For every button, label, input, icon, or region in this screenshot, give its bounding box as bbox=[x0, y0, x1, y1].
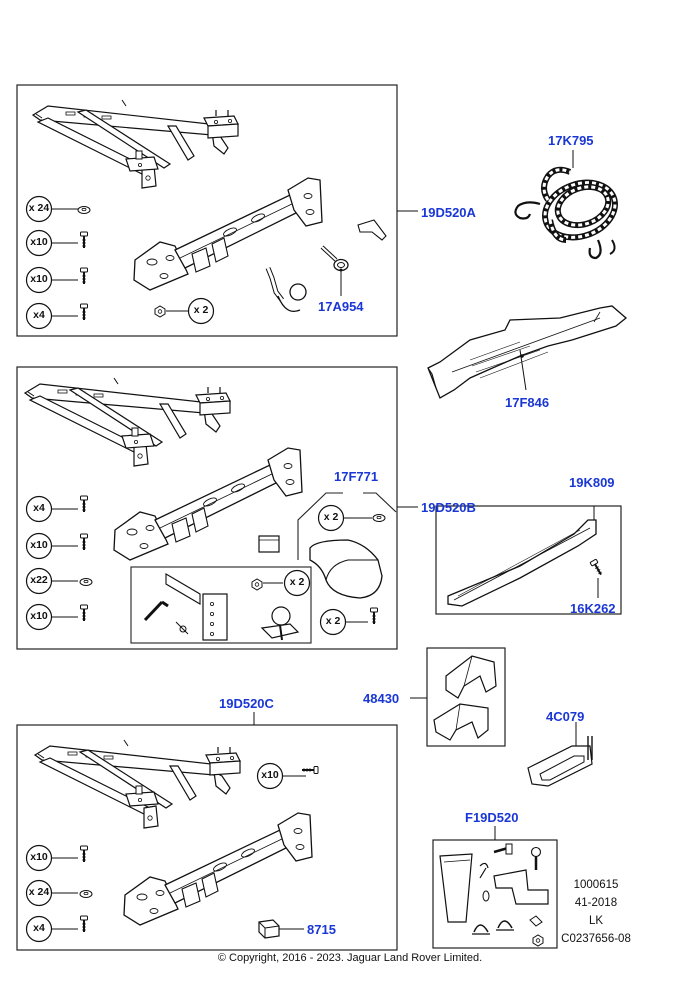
qty-badge: x 2 bbox=[289, 576, 305, 588]
qty-badge: x 24 bbox=[28, 202, 50, 214]
part-label-kit-f[interactable]: F19D520 bbox=[465, 810, 519, 825]
qty-badge: x10 bbox=[261, 769, 279, 781]
part-label-bracket[interactable]: 48430 bbox=[363, 691, 400, 706]
part-label-cap[interactable]: 8715 bbox=[307, 922, 336, 937]
qty-badge: x 2 bbox=[325, 615, 341, 627]
part-label-screw[interactable]: 16K262 bbox=[570, 601, 616, 616]
qty-badge: x 24 bbox=[28, 886, 50, 898]
qty-badge: x10 bbox=[30, 851, 48, 863]
reference-line: 41-2018 bbox=[574, 897, 618, 909]
part-label-kit-a[interactable]: 19D520A bbox=[421, 205, 476, 220]
part-label-cover[interactable]: 17F846 bbox=[505, 395, 550, 410]
qty-badge: x4 bbox=[33, 502, 45, 514]
qty-badge: x10 bbox=[30, 539, 48, 551]
qty-badge: x10 bbox=[30, 610, 48, 622]
qty-badge: x10 bbox=[30, 273, 48, 285]
qty-badge: x4 bbox=[33, 922, 45, 934]
qty-badge: x10 bbox=[30, 236, 48, 248]
part-label-trim[interactable]: 17F771 bbox=[334, 469, 379, 484]
part-label-kit-b[interactable]: 19D520B bbox=[421, 500, 476, 515]
reference-line: LK bbox=[588, 915, 604, 927]
qty-badge: x 2 bbox=[193, 304, 209, 316]
qty-badge: x22 bbox=[30, 574, 48, 586]
part-label-tow-rope[interactable]: 17K795 bbox=[548, 133, 594, 148]
copyright-notice: © Copyright, 2016 - 2023. Jaguar Land Ro… bbox=[217, 952, 483, 964]
tow-rope-drawing bbox=[514, 150, 618, 260]
reference-line: 1000615 bbox=[573, 879, 619, 891]
part-label-step[interactable]: 19K809 bbox=[569, 475, 615, 490]
qty-badge: x 2 bbox=[323, 511, 339, 523]
part-label-kit-c[interactable]: 19D520C bbox=[219, 696, 274, 711]
qty-badge: x4 bbox=[33, 309, 45, 321]
cover-drawing bbox=[427, 305, 628, 399]
part-label-eye[interactable]: 17A954 bbox=[318, 299, 364, 314]
reference-line: C0237656-08 bbox=[561, 933, 631, 945]
part-label-clip[interactable]: 4C079 bbox=[546, 709, 585, 724]
